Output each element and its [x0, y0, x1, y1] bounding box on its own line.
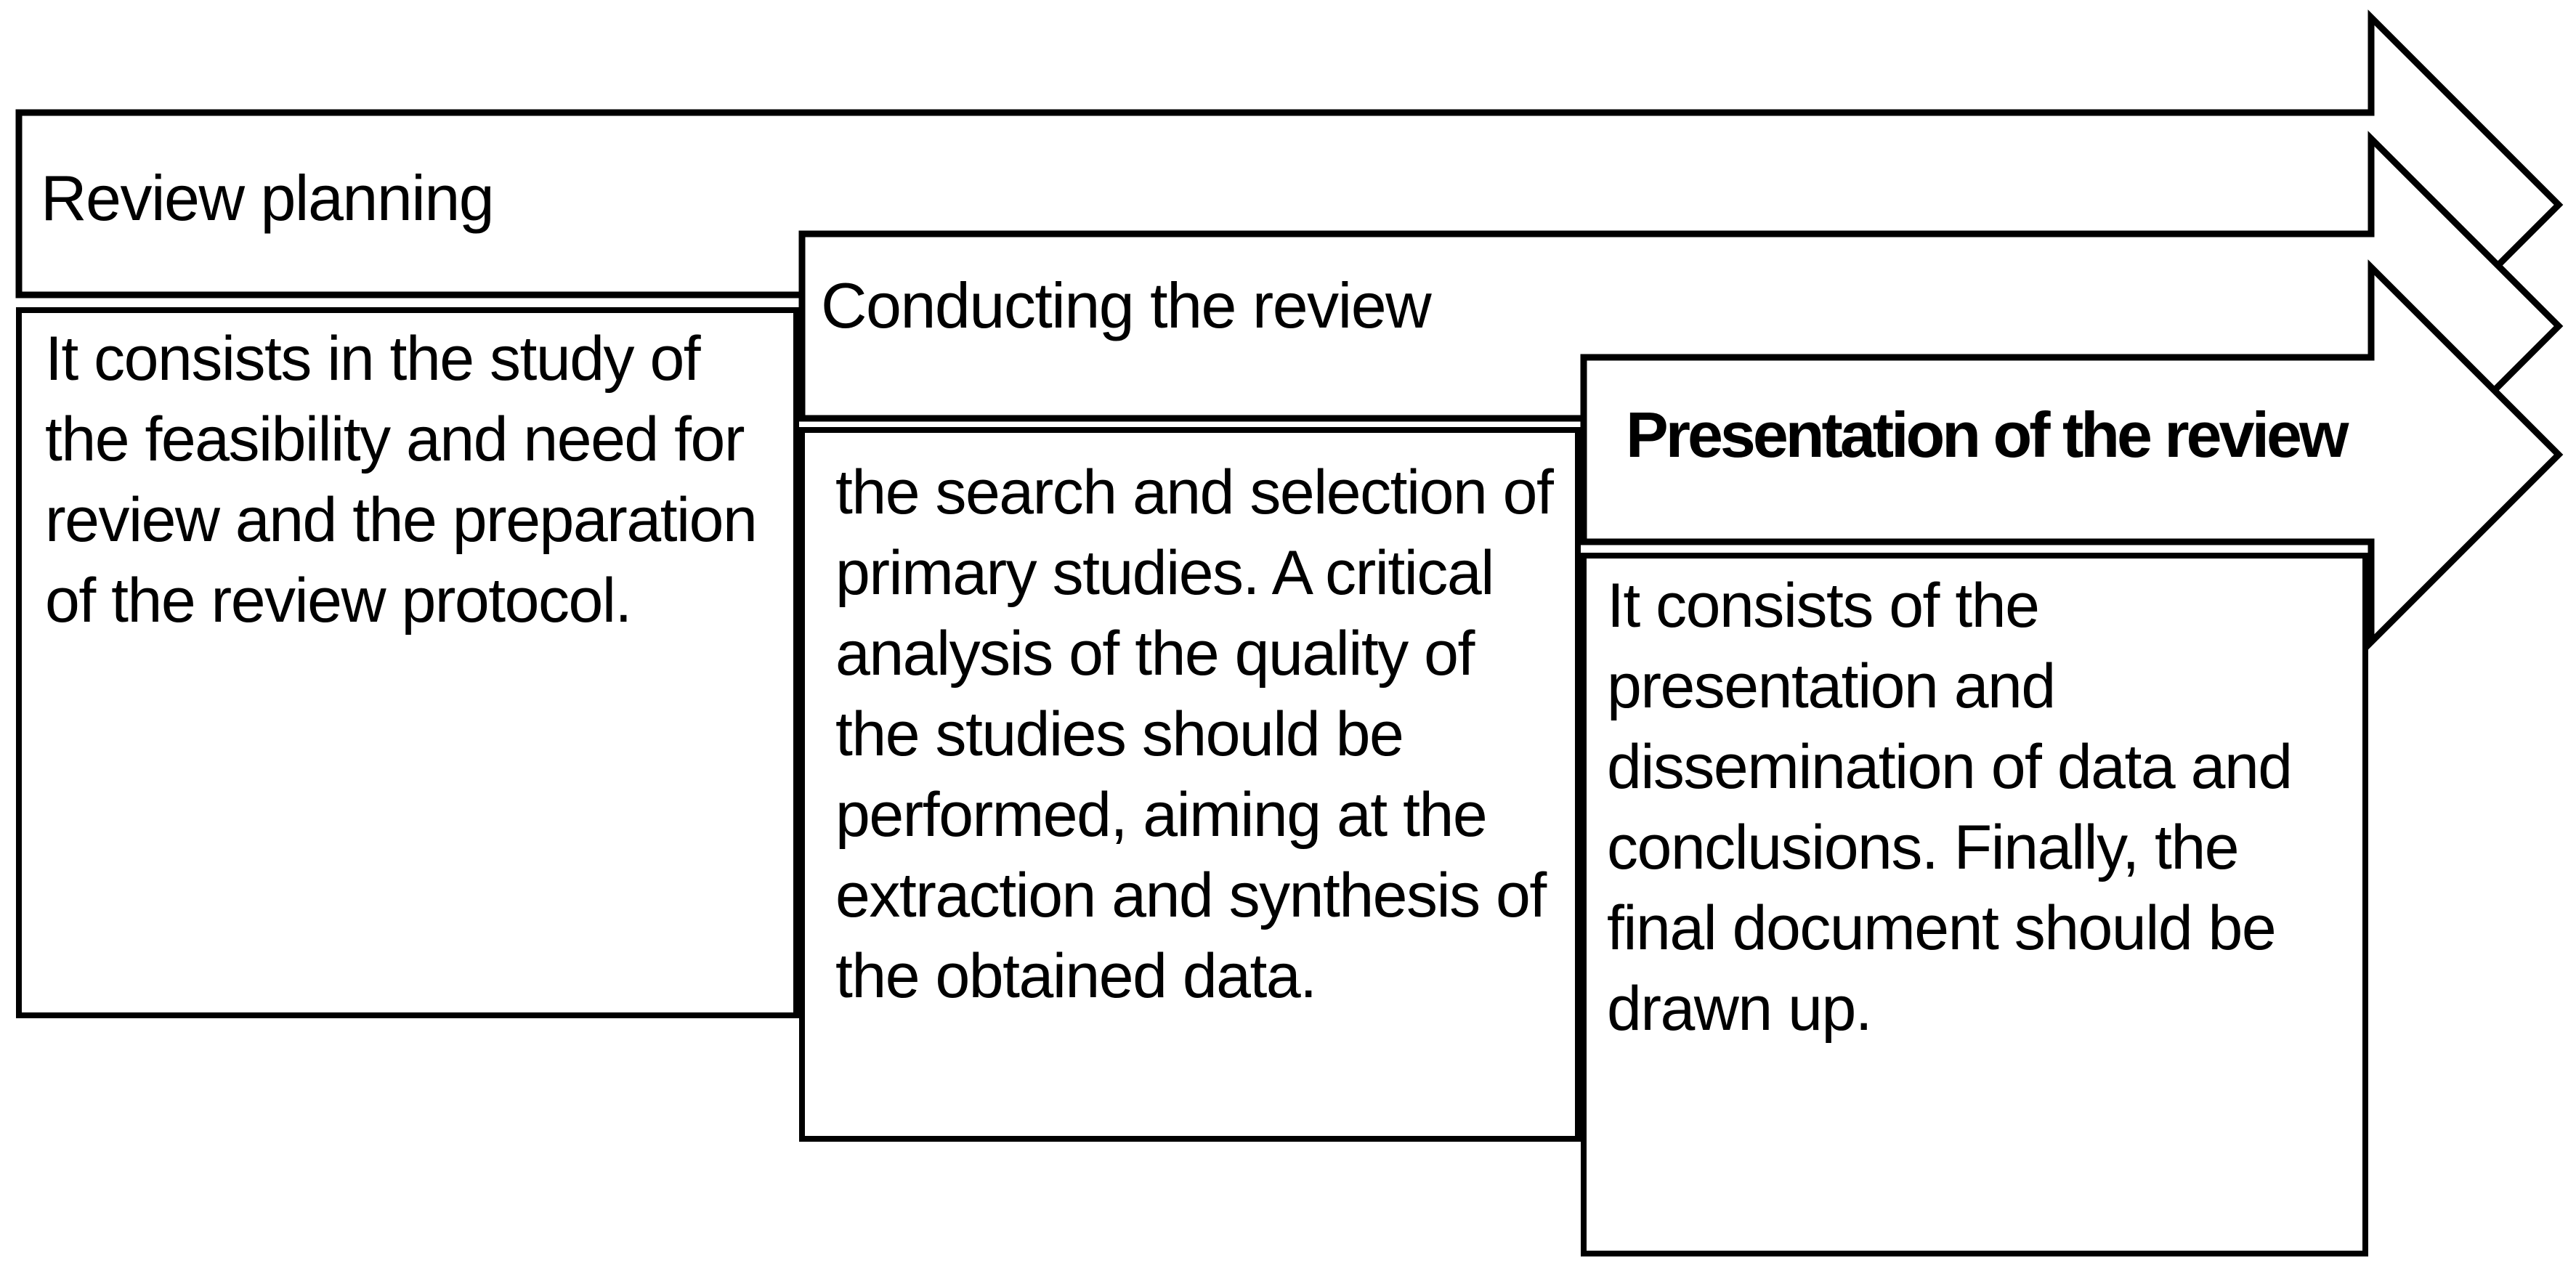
- description-line: primary studies. A critical: [835, 538, 1494, 608]
- stage3-arrow-shape: [1580, 259, 2564, 650]
- description-line: final document should be: [1607, 893, 2277, 963]
- description-line: analysis of the quality of: [835, 619, 1475, 689]
- stage2-description-box: [799, 427, 1581, 1142]
- description-line: the search and selection of: [835, 458, 1554, 527]
- stage1-description-box: [16, 307, 799, 1018]
- description-line: review and the preparation: [45, 485, 758, 555]
- stage2-description: the search and selection of primary stud…: [835, 452, 1554, 1017]
- stage1-title: Review planning: [41, 162, 495, 234]
- description-line: extraction and synthesis of: [835, 861, 1547, 930]
- description-line: dissemination of data and: [1607, 732, 2293, 802]
- description-line: the studies should be: [835, 699, 1404, 769]
- description-line: presentation and: [1607, 651, 2056, 721]
- description-line: the feasibility and need for: [45, 405, 745, 474]
- description-line: conclusions. Finally, the: [1607, 813, 2240, 882]
- stage3-title: Presentation of the review: [1626, 399, 2349, 471]
- stage3-description-box: [1581, 553, 2368, 1256]
- description-line: It consists in the study of: [45, 324, 701, 394]
- description-line: It consists of the: [1607, 571, 2040, 641]
- stage2-title: Conducting the review: [821, 269, 1432, 341]
- description-line: performed, aiming at the: [835, 780, 1488, 850]
- description-line: the obtained data.: [835, 941, 1317, 1011]
- stage3-description: It consists of the presentation and diss…: [1607, 566, 2293, 1049]
- description-line: drawn up.: [1607, 974, 1873, 1044]
- stage1-description: It consists in the study of the feasibil…: [45, 319, 758, 641]
- description-line: of the review protocol.: [45, 566, 632, 636]
